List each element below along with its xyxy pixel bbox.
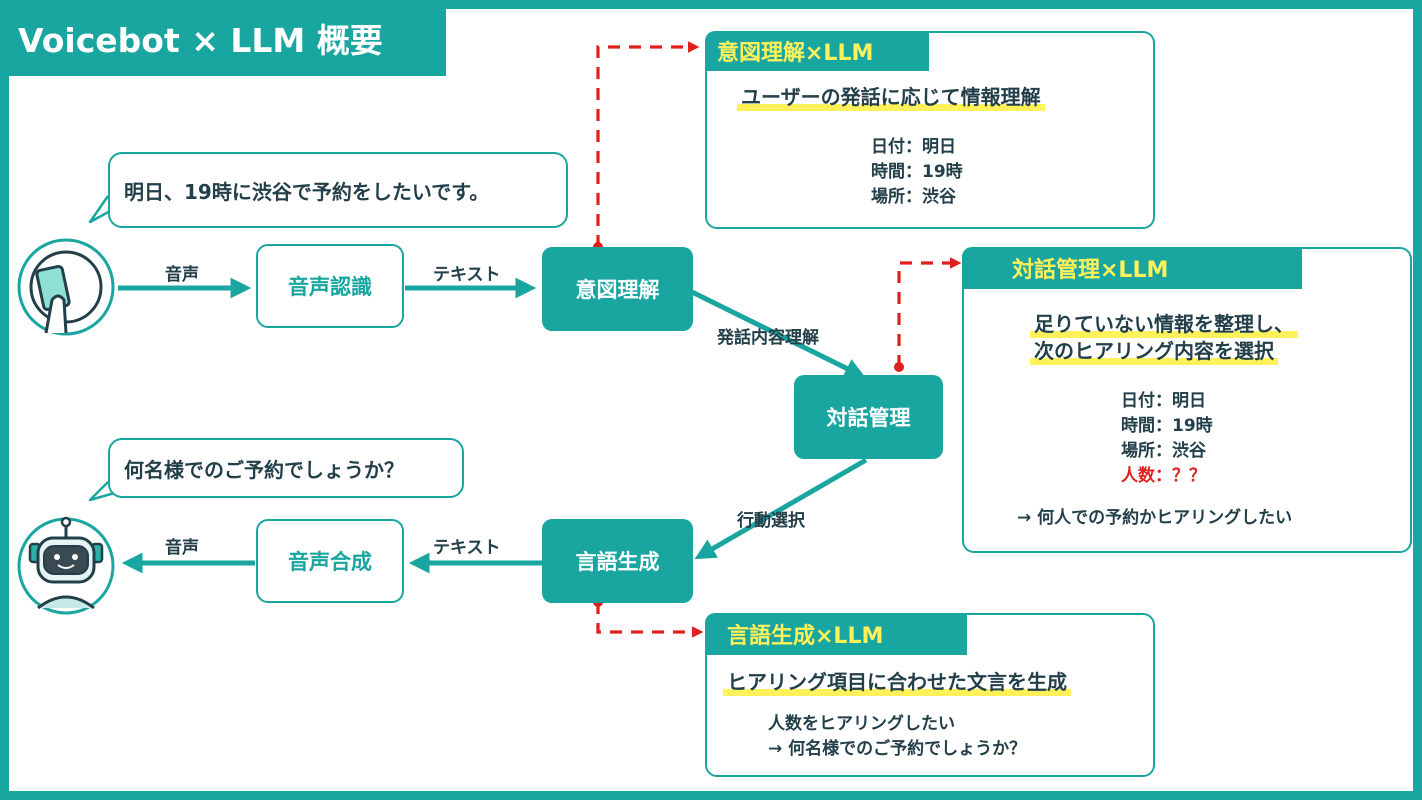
edge-label-text-in: テキスト (433, 265, 501, 285)
node-speech-recognition: 音声認識 (256, 244, 404, 328)
edge-label-text-out: テキスト (433, 538, 501, 558)
panel-dialog-headline-line-2: 次のヒアリング内容を選択 (1030, 338, 1278, 365)
panel-dialog-title: 対話管理×LLM (962, 247, 1302, 289)
panel-intent-info-list: 日付：明日 時間：19時 場所：渋谷 (871, 135, 963, 210)
panel-intent-headline: ユーザーの発話に応じて情報理解 (737, 84, 1045, 111)
info-item-date: 日付：明日 (871, 137, 956, 157)
dashed-connector-dialog-dot (894, 362, 904, 372)
info-item-missing-people: 人数：？？ (1121, 466, 1206, 486)
node-intent-understanding: 意図理解 (542, 247, 693, 331)
edge-label-voice-out: 音声 (165, 538, 199, 558)
panel-intent-title: 意図理解×LLM (705, 31, 929, 71)
dashed-connector-dialog (897, 257, 962, 367)
edge-label-action-selection: 行動選択 (737, 511, 805, 531)
page-title: Voicebot × LLM 概要 (9, 9, 446, 76)
info-item-date: 日付：明日 (1121, 391, 1206, 411)
edge-label-utterance-understanding: 発話内容理解 (717, 328, 819, 348)
panel-generation-title: 言語生成×LLM (705, 613, 967, 655)
panel-generation-line-1: 人数をヒアリングしたい (768, 714, 955, 734)
panel-dialog-info-list: 日付：明日 時間：19時 場所：渋谷 人数：？？ (1121, 389, 1213, 489)
info-item-place: 場所：渋谷 (871, 187, 956, 207)
node-dialog-management: 対話管理 (794, 375, 943, 459)
panel-dialog-note: → 何人での予約かヒアリングしたい (1017, 508, 1293, 528)
edge-label-voice-in: 音声 (165, 265, 199, 285)
panel-generation-headline: ヒアリング項目に合わせた文言を生成 (723, 669, 1071, 696)
dashed-connector-intent (596, 41, 700, 247)
info-item-time: 時間：19時 (1121, 416, 1213, 436)
panel-dialog-llm: 対話管理×LLM 足りていない情報を整理し、 次のヒアリング内容を選択 日付：明… (962, 247, 1412, 553)
bot-speech-bubble: 何名様でのご予約でしょうか？ (108, 438, 464, 498)
info-item-place: 場所：渋谷 (1121, 441, 1206, 461)
panel-generation-llm: 言語生成×LLM ヒアリング項目に合わせた文言を生成 人数をヒアリングしたい →… (705, 613, 1155, 777)
robot-icon (17, 516, 115, 615)
node-speech-synthesis: 音声合成 (256, 519, 404, 603)
info-item-time: 時間：19時 (871, 162, 963, 182)
node-language-generation: 言語生成 (542, 519, 693, 603)
dashed-connector-generation (596, 602, 704, 638)
panel-dialog-headline-line-1: 足りていない情報を整理し、 (1030, 311, 1298, 338)
panel-generation-line-2: → 何名様でのご予約でしょうか？ (768, 739, 1027, 759)
user-with-phone-icon (17, 238, 115, 336)
panel-intent-llm: 意図理解×LLM ユーザーの発話に応じて情報理解 日付：明日 時間：19時 場所… (705, 31, 1155, 229)
user-speech-bubble: 明日、19時に渋谷で予約をしたいです。 (108, 152, 568, 228)
